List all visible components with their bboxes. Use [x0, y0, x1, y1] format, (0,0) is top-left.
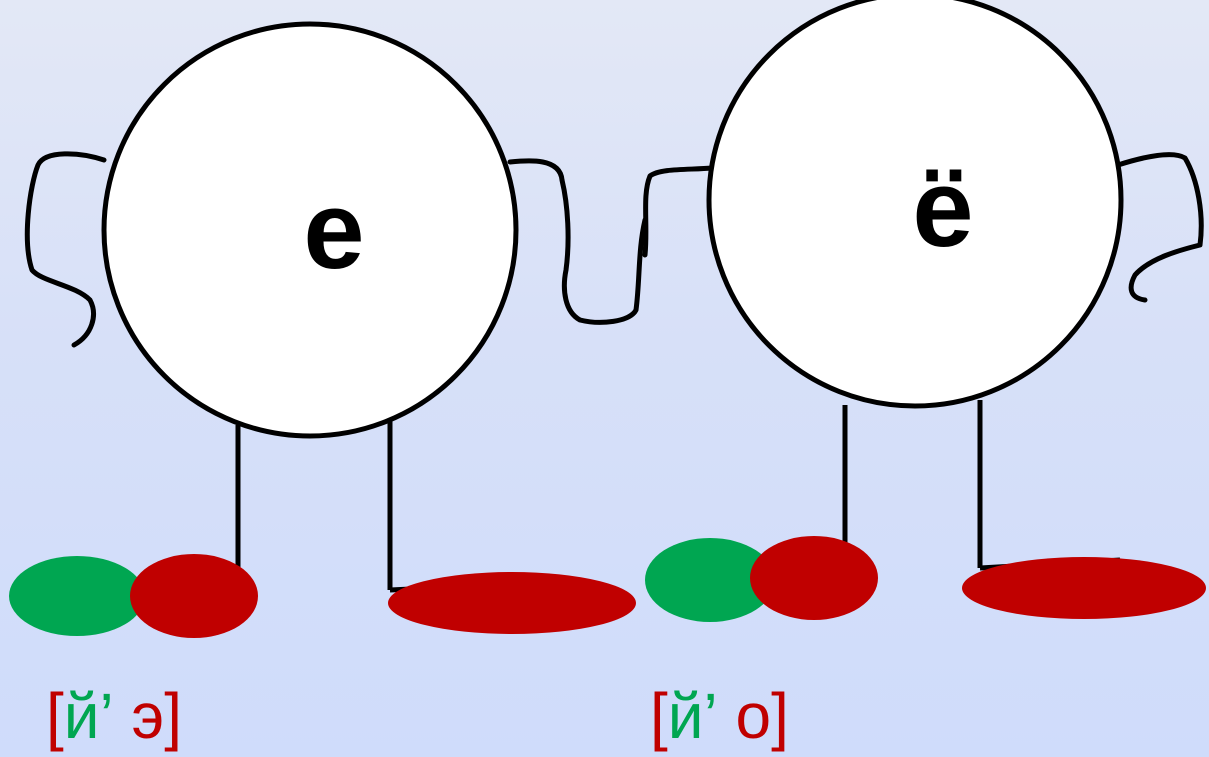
letter-yo: ё — [912, 147, 973, 270]
open-bracket: [ — [650, 680, 668, 752]
character-yo: ё — [642, 0, 1206, 622]
close-bracket: ] — [771, 680, 789, 752]
open-bracket: [ — [46, 680, 64, 752]
left-arm — [642, 165, 715, 258]
green-foot — [645, 538, 775, 622]
red-foot — [130, 554, 258, 638]
consonant-sound: й’ — [63, 680, 114, 752]
transcription-yo: [й’ о] — [650, 684, 789, 748]
head-circle — [101, 21, 519, 439]
character-e: е — [9, 21, 648, 638]
transcription-e: [й’ э] — [46, 684, 182, 748]
consonant-sound: й’ — [667, 680, 718, 752]
vowel-sound: о — [735, 680, 772, 752]
head-circle — [706, 0, 1124, 409]
left-arm — [24, 151, 107, 348]
red-foot — [750, 536, 878, 620]
right-arm — [507, 158, 648, 325]
vowel-sound: э — [131, 680, 165, 752]
long-red-foot — [962, 557, 1206, 619]
right-arm — [1115, 152, 1204, 303]
close-bracket: ] — [164, 680, 182, 752]
green-foot — [9, 556, 145, 636]
letter-e: е — [303, 169, 364, 292]
long-red-foot — [388, 572, 636, 634]
